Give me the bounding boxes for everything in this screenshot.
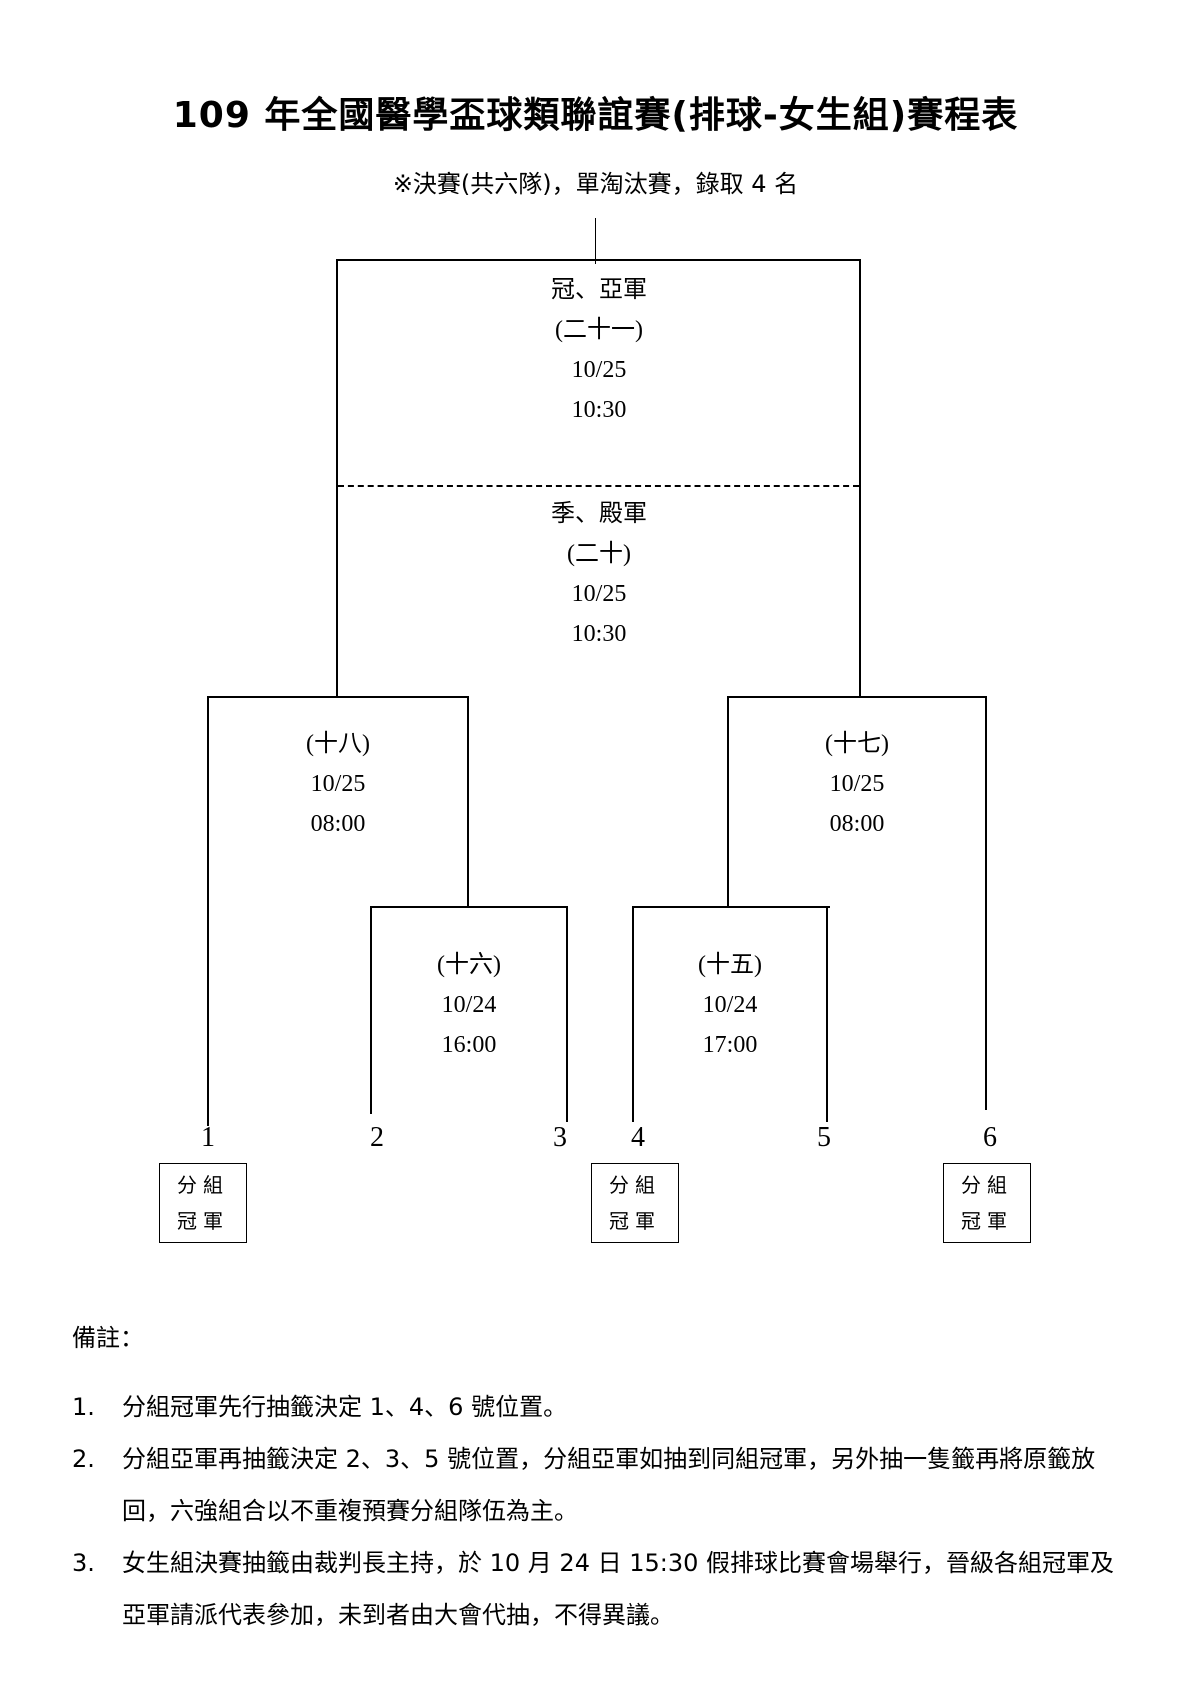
bracket-line [370,906,372,1114]
group-champion-line1: 分組 [609,1175,661,1197]
quarter-left-date: 10/24 [441,992,497,1018]
final-date: 10/25 [571,357,627,383]
semi-left-date: 10/25 [310,771,366,797]
group-champion-line2: 冠軍 [177,1211,229,1233]
bracket-line [859,259,861,698]
third-place-time: 10:30 [571,621,627,647]
bracket-line [632,906,634,1122]
group-champion-box-6: 分組 冠軍 [943,1163,1031,1243]
group-champion-box-1: 分組 冠軍 [159,1163,247,1243]
note-text: 分組亞軍再抽籤決定 2、3、5 號位置，分組亞軍如抽到同組冠軍，另外抽一隻籤再將… [122,1445,1096,1525]
bracket-line [826,906,828,1122]
quarter-right-time: 17:00 [702,1032,758,1058]
bracket-divider [338,485,859,487]
quarter-left-match-number: (十六) [437,952,501,978]
final-match-info: 冠、亞軍 (二十一) 10/25 10:30 [499,270,699,430]
seed-2: 2 [370,1122,384,1153]
seed-3: 3 [553,1122,567,1153]
third-place-match-info: 季、殿軍 (二十) 10/25 10:30 [499,494,699,654]
third-place-date: 10/25 [571,581,627,607]
semi-right-match-info: (十七) 10/25 08:00 [757,724,957,844]
bracket-line [207,696,469,698]
quarter-left-time: 16:00 [441,1032,497,1058]
third-place-match-number: (二十) [567,541,631,567]
group-champion-box-4: 分組 冠軍 [591,1163,679,1243]
semi-right-match-number: (十七) [825,731,889,757]
bracket-line [985,696,987,1110]
seed-1: 1 [201,1122,215,1153]
quarter-right-match-number: (十五) [698,952,762,978]
semi-right-date: 10/25 [829,771,885,797]
notes-label: 備註： [72,1324,144,1352]
final-label: 冠、亞軍 [551,277,647,303]
note-text: 分組冠軍先行抽籤決定 1、4、6 號位置。 [122,1393,568,1421]
note-number: 1. [72,1393,95,1421]
quarter-right-match-info: (十五) 10/24 17:00 [630,945,830,1065]
page-title: 109 年全國醫學盃球類聯誼賽(排球-女生組)賽程表 [172,95,1019,136]
note-number: 3. [72,1549,95,1577]
semi-right-time: 08:00 [829,811,885,837]
bracket-line [566,906,568,1122]
notes-section: 備註： 1. 分組冠軍先行抽籤決定 1、4、6 號位置。 2. 分組亞軍再抽籤決… [72,1318,1132,1641]
seed-6: 6 [983,1122,997,1153]
bracket-line [467,696,469,908]
seed-5: 5 [817,1122,831,1153]
bracket-line [207,696,209,1126]
bracket-line [595,218,596,264]
bracket-line [336,259,861,261]
page-subtitle: ※決賽(共六隊)，單淘汰賽，錄取 4 名 [392,170,799,198]
note-text: 女生組決賽抽籤由裁判長主持，於 10 月 24 日 15:30 假排球比賽會場舉… [122,1549,1115,1629]
group-champion-line2: 冠軍 [609,1211,661,1233]
semi-left-match-info: (十八) 10/25 08:00 [238,724,438,844]
final-match-number: (二十一) [555,317,643,343]
semi-left-time: 08:00 [310,811,366,837]
note-item: 3. 女生組決賽抽籤由裁判長主持，於 10 月 24 日 15:30 假排球比賽… [72,1537,1132,1641]
bracket-line [727,696,987,698]
note-number: 2. [72,1445,95,1473]
bracket-line [727,696,729,908]
note-item: 1. 分組冠軍先行抽籤決定 1、4、6 號位置。 [72,1381,1132,1433]
group-champion-line1: 分組 [177,1175,229,1197]
semi-left-match-number: (十八) [306,731,370,757]
group-champion-line2: 冠軍 [961,1211,1013,1233]
note-item: 2. 分組亞軍再抽籤決定 2、3、5 號位置，分組亞軍如抽到同組冠軍，另外抽一隻… [72,1433,1132,1537]
final-time: 10:30 [571,397,627,423]
seed-4: 4 [631,1122,645,1153]
group-champion-line1: 分組 [961,1175,1013,1197]
quarter-left-match-info: (十六) 10/24 16:00 [369,945,569,1065]
bracket-line [632,906,830,908]
third-place-label: 季、殿軍 [551,501,647,527]
quarter-right-date: 10/24 [702,992,758,1018]
bracket-line [370,906,568,908]
bracket-line [336,259,338,698]
